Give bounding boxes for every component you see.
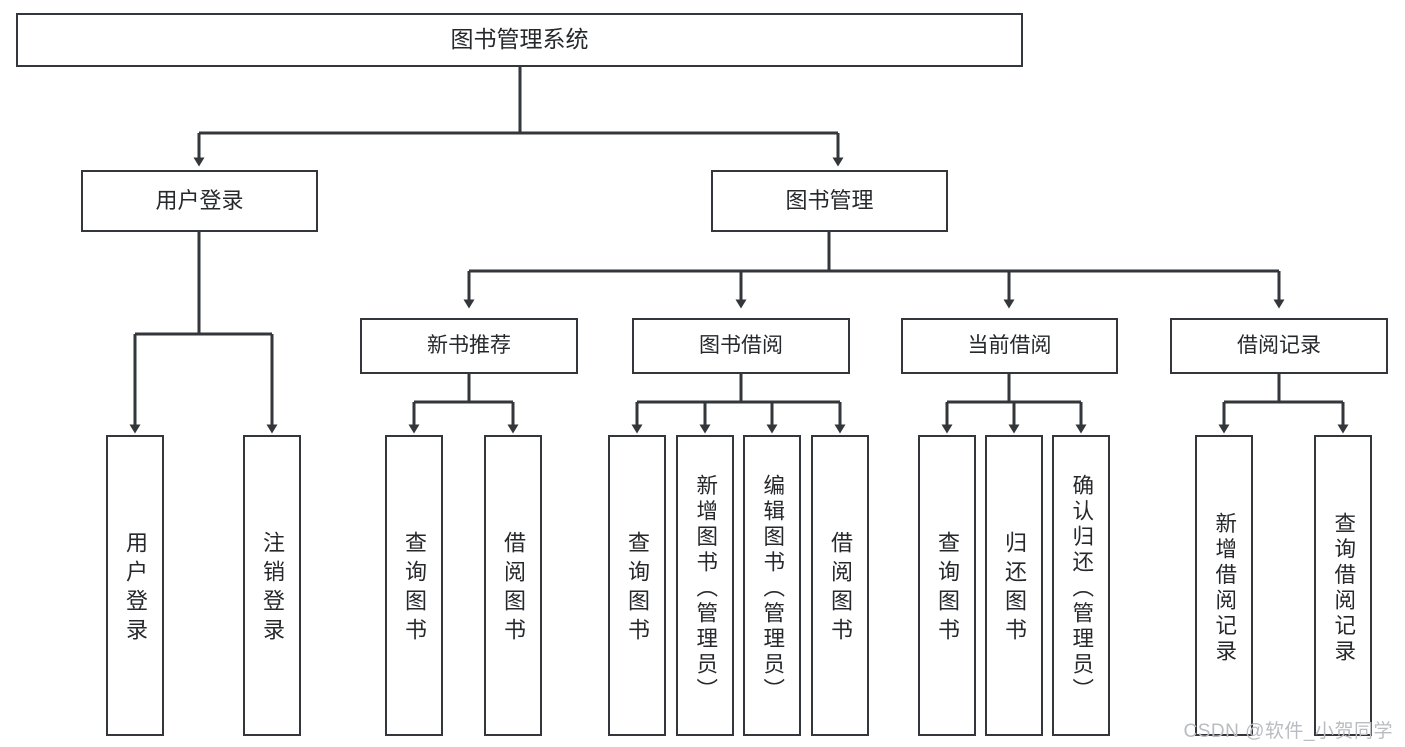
leaf-user-login[interactable]: 用户登录 <box>106 435 164 736</box>
node-book-management[interactable]: 图书管理 <box>711 170 948 232</box>
node-label: 查询借阅记录 <box>1331 512 1356 665</box>
node-label: 图书管理系统 <box>450 26 589 53</box>
node-label: 用户登录 <box>123 530 148 647</box>
node-label: 借阅记录 <box>1237 334 1321 358</box>
leaf-confirm-return-admin[interactable]: 确认归还（管理员） <box>1052 435 1110 736</box>
node-label: 确认归还（管理员） <box>1069 473 1094 704</box>
leaf-query-book-borrow[interactable]: 查询图书 <box>608 435 666 736</box>
node-current-borrow[interactable]: 当前借阅 <box>901 318 1118 374</box>
leaf-borrow-book-recommend[interactable]: 借阅图书 <box>484 435 542 736</box>
node-label: 新增图书（管理员） <box>693 473 718 704</box>
node-label: 查询图书 <box>625 530 650 647</box>
leaf-query-borrow-record[interactable]: 查询借阅记录 <box>1314 435 1372 736</box>
node-label: 注销登录 <box>260 530 285 647</box>
leaf-add-borrow-record[interactable]: 新增借阅记录 <box>1195 435 1253 736</box>
node-label: 借阅图书 <box>828 530 853 647</box>
node-label: 当前借阅 <box>967 334 1052 358</box>
node-label: 用户登录 <box>155 187 244 213</box>
node-borrow-record[interactable]: 借阅记录 <box>1170 318 1388 374</box>
node-label: 新增借阅记录 <box>1212 512 1237 665</box>
leaf-borrow-book[interactable]: 借阅图书 <box>811 435 869 736</box>
leaf-return-book[interactable]: 归还图书 <box>985 435 1043 736</box>
node-label: 归还图书 <box>1002 530 1027 647</box>
leaf-edit-book-admin[interactable]: 编辑图书（管理员） <box>743 435 801 736</box>
node-label: 查询图书 <box>402 530 427 647</box>
leaf-logout[interactable]: 注销登录 <box>243 435 301 736</box>
node-book-management-system[interactable]: 图书管理系统 <box>16 13 1023 67</box>
node-user-login[interactable]: 用户登录 <box>81 170 318 232</box>
node-label: 新书推荐 <box>427 334 511 358</box>
node-label: 图书管理 <box>785 187 874 213</box>
leaf-query-book-current[interactable]: 查询图书 <box>918 435 976 736</box>
node-book-borrow[interactable]: 图书借阅 <box>632 318 850 374</box>
node-label: 编辑图书（管理员） <box>760 473 785 704</box>
leaf-query-book-recommend[interactable]: 查询图书 <box>385 435 443 736</box>
node-new-book-recommend[interactable]: 新书推荐 <box>360 318 578 374</box>
node-label: 借阅图书 <box>501 530 526 647</box>
node-label: 查询图书 <box>935 530 960 647</box>
leaf-add-book-admin[interactable]: 新增图书（管理员） <box>676 435 734 736</box>
node-label: 图书借阅 <box>699 334 783 358</box>
